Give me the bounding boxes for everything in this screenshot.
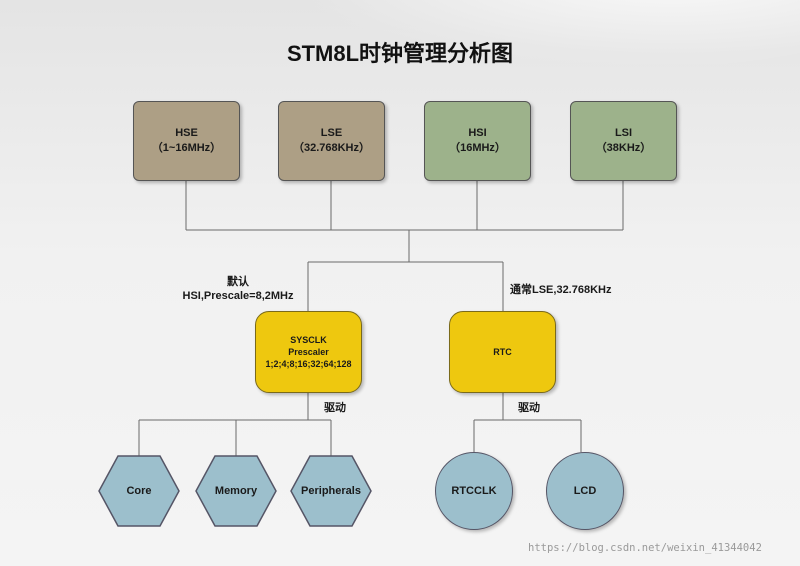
note-line: HSI,Prescale=8,2MHz [182, 290, 294, 302]
source-name: HSE [175, 127, 198, 139]
clock-source-hse: HSE （1~16MHz） [133, 101, 240, 181]
note-line: 默认 [227, 276, 249, 288]
prescaler-values: 1;2;4;8;16;32;64;128 [265, 359, 352, 369]
sysclk-prescaler-box: SYSCLK Prescaler 1;2;4;8;16;32;64;128 [255, 311, 362, 393]
source-name: LSI [614, 127, 633, 139]
diagram-title: STM8L时钟管理分析图 [286, 41, 514, 66]
hexagon-shape [195, 455, 277, 527]
target-core: Core [98, 455, 180, 527]
watermark: https://blog.csdn.net/weixin_41344042 [528, 542, 762, 554]
target-memory: Memory [195, 455, 277, 527]
rtc-label: RTC [493, 347, 512, 357]
sysclk-default-note: 默认 HSI,Prescale=8,2MHz [158, 275, 318, 303]
target-label: LCD [573, 485, 597, 497]
source-name: LSE [320, 127, 343, 139]
target-label: Core [126, 485, 152, 497]
target-rtcclk: RTCCLK [435, 452, 513, 530]
rtc-box: RTC [449, 311, 556, 393]
hexagon-shape [98, 455, 180, 527]
clock-source-lsi: LSI （38KHz） [570, 101, 677, 181]
clock-source-lse: LSE （32.768KHz） [278, 101, 385, 181]
hexagon-shape [290, 455, 372, 527]
target-label: Peripherals [301, 485, 361, 497]
source-frequency: （16MHz） [449, 142, 506, 154]
target-label: RTCCLK [451, 485, 497, 497]
sysclk-drive-label: 驱动 [324, 402, 346, 414]
rtc-note: 通常LSE,32.768KHz [510, 284, 612, 296]
sysclk-label: SYSCLK [290, 335, 327, 345]
clock-source-hsi: HSI （16MHz） [424, 101, 531, 181]
source-frequency: （38KHz） [595, 142, 652, 154]
prescaler-label: Prescaler [288, 347, 329, 357]
target-lcd: LCD [546, 452, 624, 530]
source-frequency: （32.768KHz） [292, 142, 371, 154]
target-label: Memory [214, 485, 258, 497]
target-peripherals: Peripherals [290, 455, 372, 527]
source-name: HSI [468, 127, 487, 139]
rtc-drive-label: 驱动 [518, 402, 540, 414]
source-frequency: （1~16MHz） [151, 142, 222, 154]
